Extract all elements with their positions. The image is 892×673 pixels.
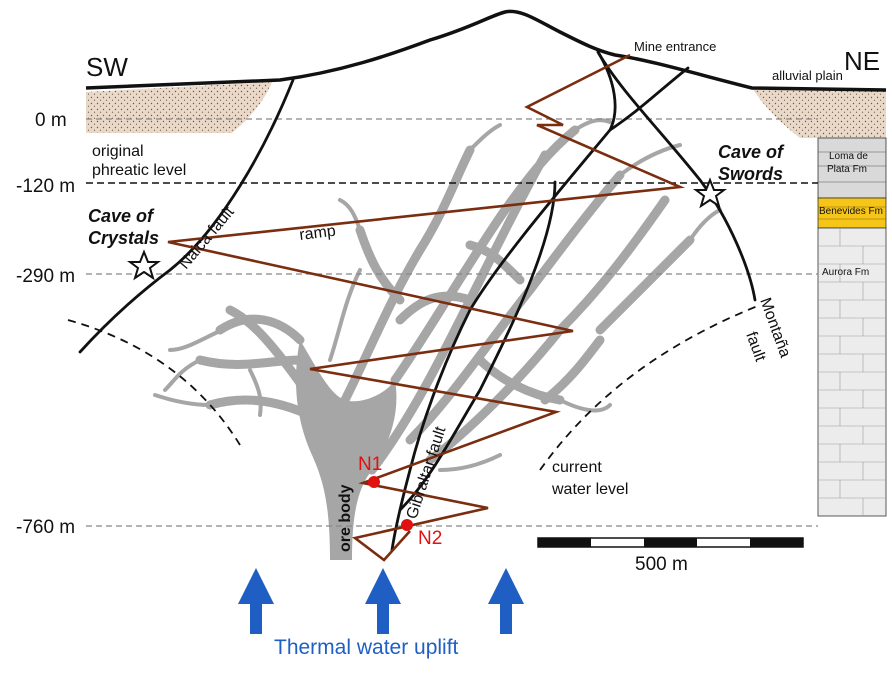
n1-label: N1 bbox=[358, 454, 382, 475]
current-water-label-1: current bbox=[552, 459, 602, 476]
up-arrow-icon bbox=[238, 568, 274, 634]
thermal-arrows bbox=[238, 568, 524, 634]
sw-label: SW bbox=[86, 52, 128, 82]
cave-of-swords-star[interactable] bbox=[693, 177, 727, 209]
ore-body bbox=[296, 340, 397, 560]
gibraltar-fault-line bbox=[390, 50, 617, 552]
strat-loma-label-2: Plata Fm bbox=[827, 164, 867, 175]
ne-sediment bbox=[752, 88, 886, 138]
cave-crystals-label-2: Crystals bbox=[88, 228, 159, 248]
mine-entrance-label: Mine entrance bbox=[634, 39, 716, 54]
montana-fault-label-2: fault bbox=[742, 330, 769, 365]
strat-aurora-label: Aurora Fm bbox=[822, 267, 869, 278]
montana-fault-line bbox=[596, 50, 757, 302]
depth-label-290: -290 m bbox=[16, 266, 75, 287]
ne-water-arc bbox=[539, 304, 761, 471]
ore-body-label: ore body bbox=[337, 484, 354, 552]
inner-fault-line bbox=[398, 180, 557, 512]
up-arrow-icon bbox=[488, 568, 524, 634]
ramp-label: ramp bbox=[298, 223, 336, 244]
alluvial-plain-label: alluvial plain bbox=[772, 68, 843, 83]
sample-n2[interactable] bbox=[401, 519, 413, 531]
left-fault-line bbox=[608, 66, 690, 132]
sample-n1[interactable] bbox=[368, 476, 380, 488]
naica-fault-line bbox=[78, 78, 295, 354]
cave-of-crystals-star[interactable] bbox=[127, 249, 161, 281]
strat-loma-label-1: Loma de bbox=[829, 151, 868, 162]
phreatic-label-2: phreatic level bbox=[92, 162, 186, 179]
thermal-uplift-label: Thermal water uplift bbox=[274, 636, 459, 659]
cave-swords-label-1: Cave of bbox=[718, 142, 785, 162]
depth-label-760: -760 m bbox=[16, 517, 75, 538]
scale-label: 500 m bbox=[635, 554, 688, 575]
faults bbox=[78, 50, 757, 552]
topography-line bbox=[85, 9, 887, 92]
scale-bar bbox=[537, 537, 804, 548]
ramp-path bbox=[167, 53, 686, 562]
ne-label: NE bbox=[844, 46, 880, 76]
sw-sediment bbox=[86, 82, 272, 133]
cave-crystals-label-1: Cave of bbox=[88, 206, 155, 226]
karst-network bbox=[153, 118, 722, 560]
phreatic-label-1: original bbox=[92, 143, 144, 160]
depth-lines bbox=[86, 118, 818, 527]
depth-label-120: -120 m bbox=[16, 176, 75, 197]
depth-label-0: 0 m bbox=[35, 110, 67, 131]
strat-benevides-label: Benevides Fm bbox=[819, 206, 883, 217]
cave-swords-label-2: Swords bbox=[718, 164, 783, 184]
up-arrow-icon bbox=[365, 568, 401, 634]
current-water-label-2: water level bbox=[551, 481, 628, 498]
naica-fault-label: Naica fault bbox=[176, 203, 238, 272]
n2-label: N2 bbox=[418, 528, 442, 549]
stratigraphic-column bbox=[817, 137, 887, 517]
